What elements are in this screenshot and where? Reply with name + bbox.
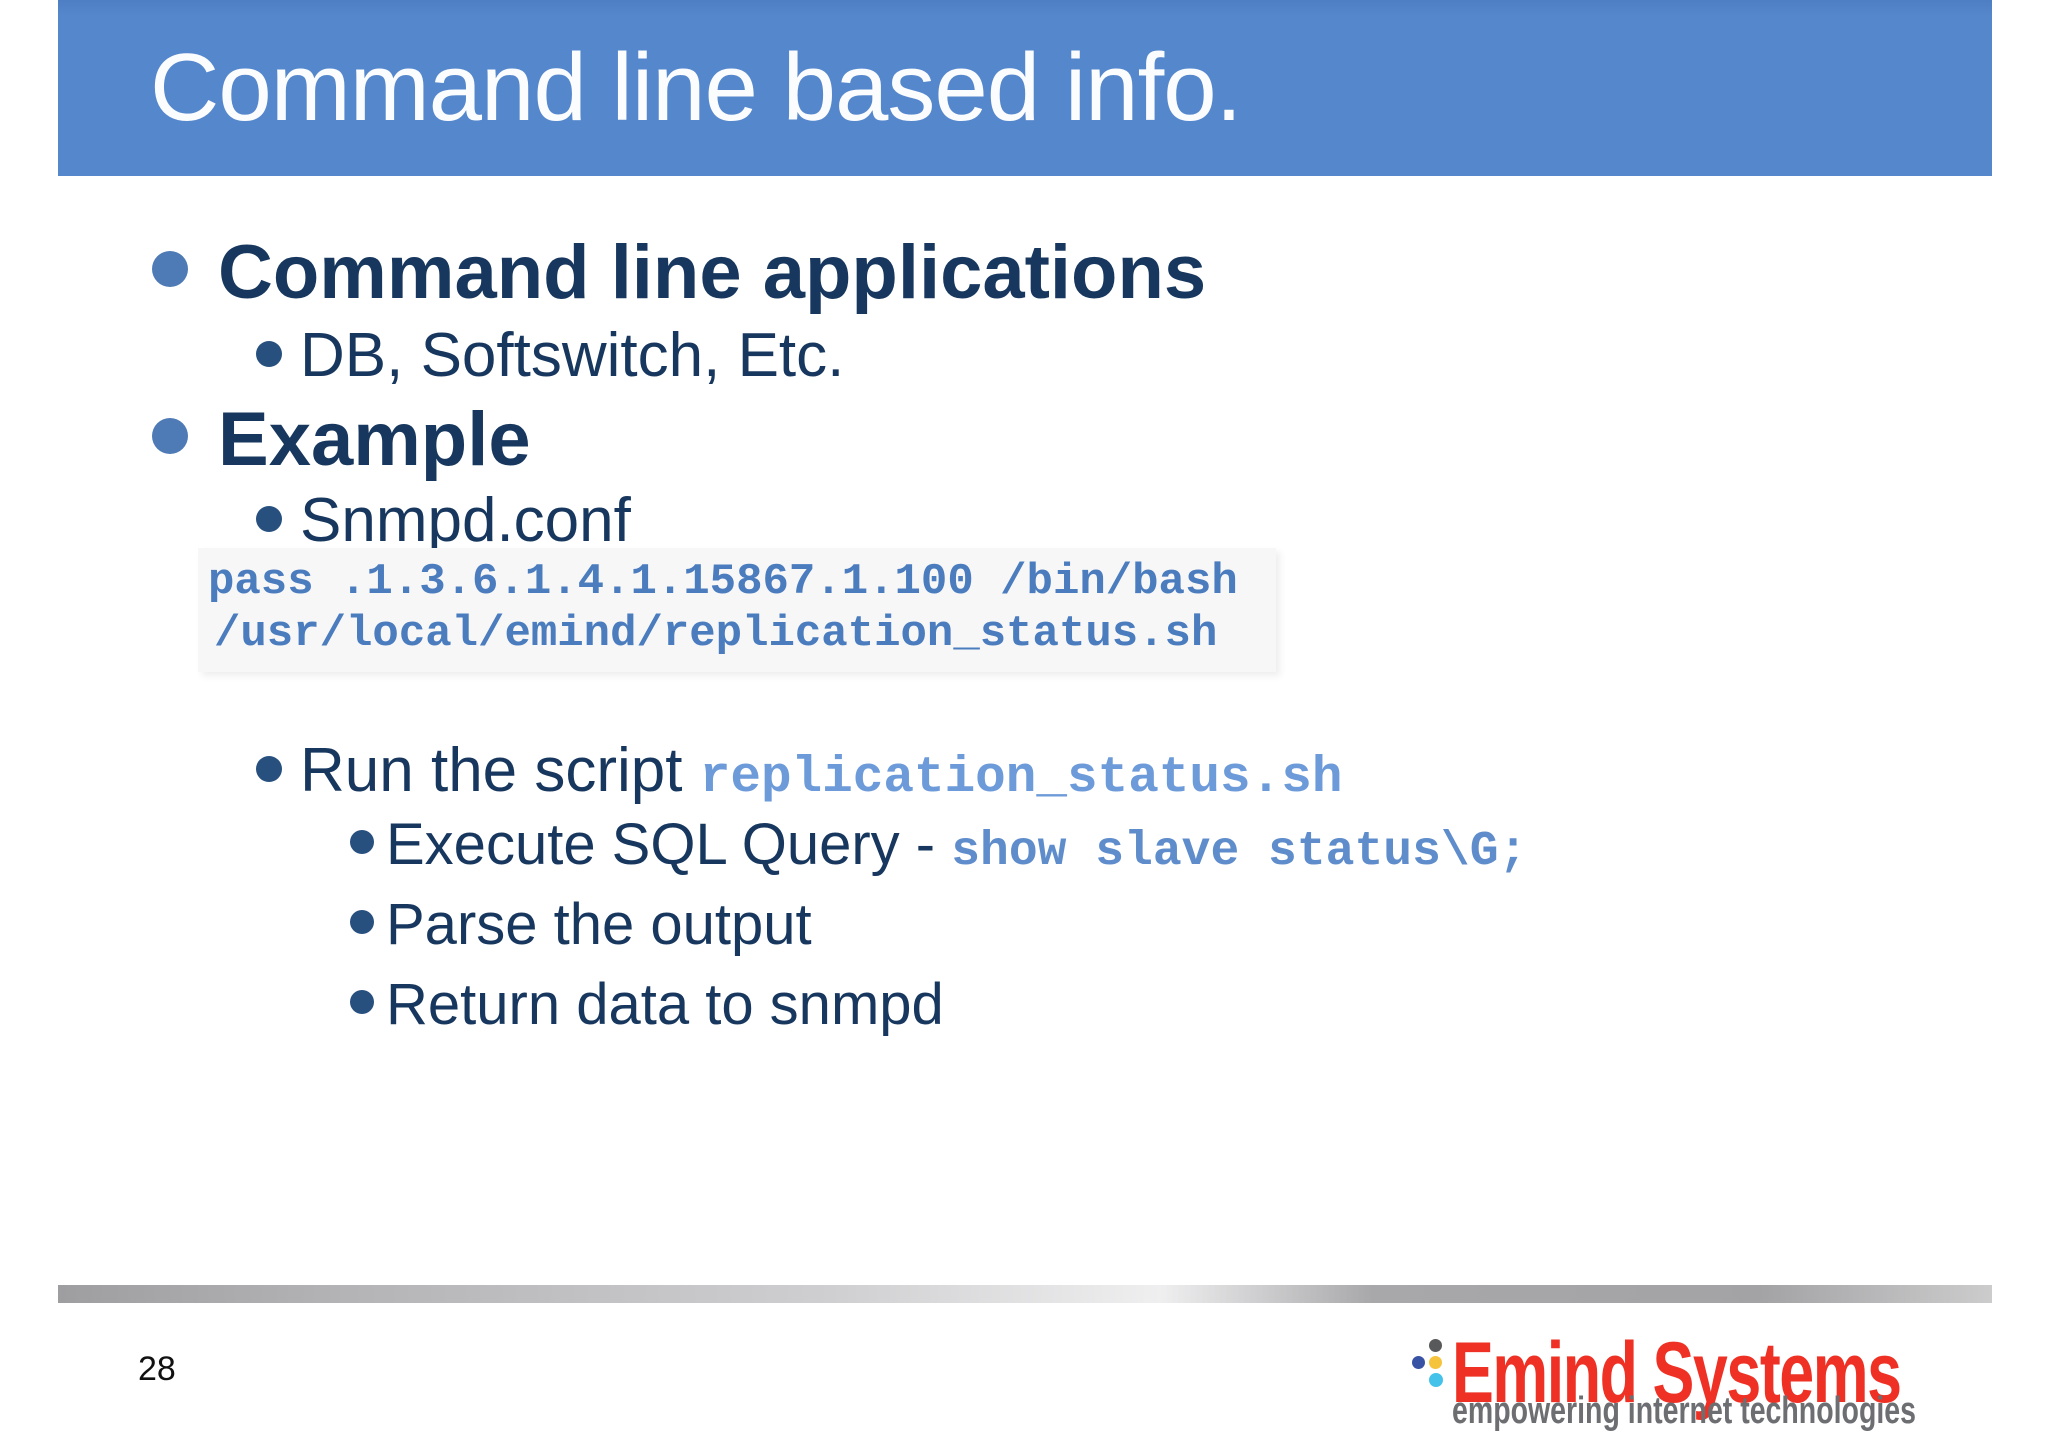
bullet-dot-icon <box>152 418 188 454</box>
bullet-execute-sql: Execute SQL Query - show slave status\G; <box>350 816 1527 876</box>
bullet-dot-icon <box>350 830 374 854</box>
bullet-dot-icon <box>256 506 282 532</box>
execute-sql-code: show slave status\G; <box>951 825 1528 879</box>
logo-tagline: empowering internet technologies <box>1452 1390 1916 1432</box>
bullet-dot-icon <box>350 910 374 934</box>
bullet-label: Example <box>218 397 531 482</box>
bullet-example: Example <box>152 402 531 478</box>
logo-dot-cyan-icon <box>1429 1373 1443 1387</box>
page-number: 28 <box>138 1350 176 1388</box>
bullet-dot-icon <box>350 990 374 1014</box>
bullet-label: Snmpd.conf <box>300 486 631 555</box>
logo-dot-yellow-icon <box>1429 1356 1442 1369</box>
page-title: Command line based info. <box>150 34 1242 141</box>
execute-sql-text: Execute SQL Query - <box>386 812 952 877</box>
bullet-label: Return data to snmpd <box>386 972 944 1037</box>
bullet-dot-icon <box>256 341 282 367</box>
bullet-snmpd-conf: Snmpd.conf <box>256 490 631 552</box>
bullet-command-line-applications: Command line applications <box>152 235 1206 311</box>
code-line-pass: pass .1.3.6.1.4.1.15867.1.100 /bin/bash <box>208 557 1238 607</box>
title-bar: Command line based info. <box>58 0 1992 176</box>
logo-dot-blue-icon <box>1412 1356 1425 1369</box>
bullet-label: Command line applications <box>218 230 1207 315</box>
bullet-label: Parse the output <box>386 892 812 957</box>
bullet-parse-output: Parse the output <box>350 896 812 954</box>
bullet-dot-icon <box>152 251 188 287</box>
run-script-code: replication_status.sh <box>699 750 1343 807</box>
run-script-text: Run the script <box>300 736 700 805</box>
footer-divider-bar <box>58 1285 1992 1303</box>
logo-dot-gray-icon <box>1429 1339 1442 1352</box>
code-line-script-path: /usr/local/emind/replication_status.sh <box>214 609 1218 659</box>
bullet-label: DB, Softswitch, Etc. <box>300 321 845 390</box>
bullet-run-script: Run the script replication_status.sh <box>256 740 1342 804</box>
bullet-return-data: Return data to snmpd <box>350 976 944 1034</box>
bullet-dot-icon <box>256 756 282 782</box>
logo-name: Emind Systems <box>1452 1325 1902 1421</box>
bullet-db-softswitch: DB, Softswitch, Etc. <box>256 325 844 387</box>
code-block-background <box>198 548 1276 672</box>
